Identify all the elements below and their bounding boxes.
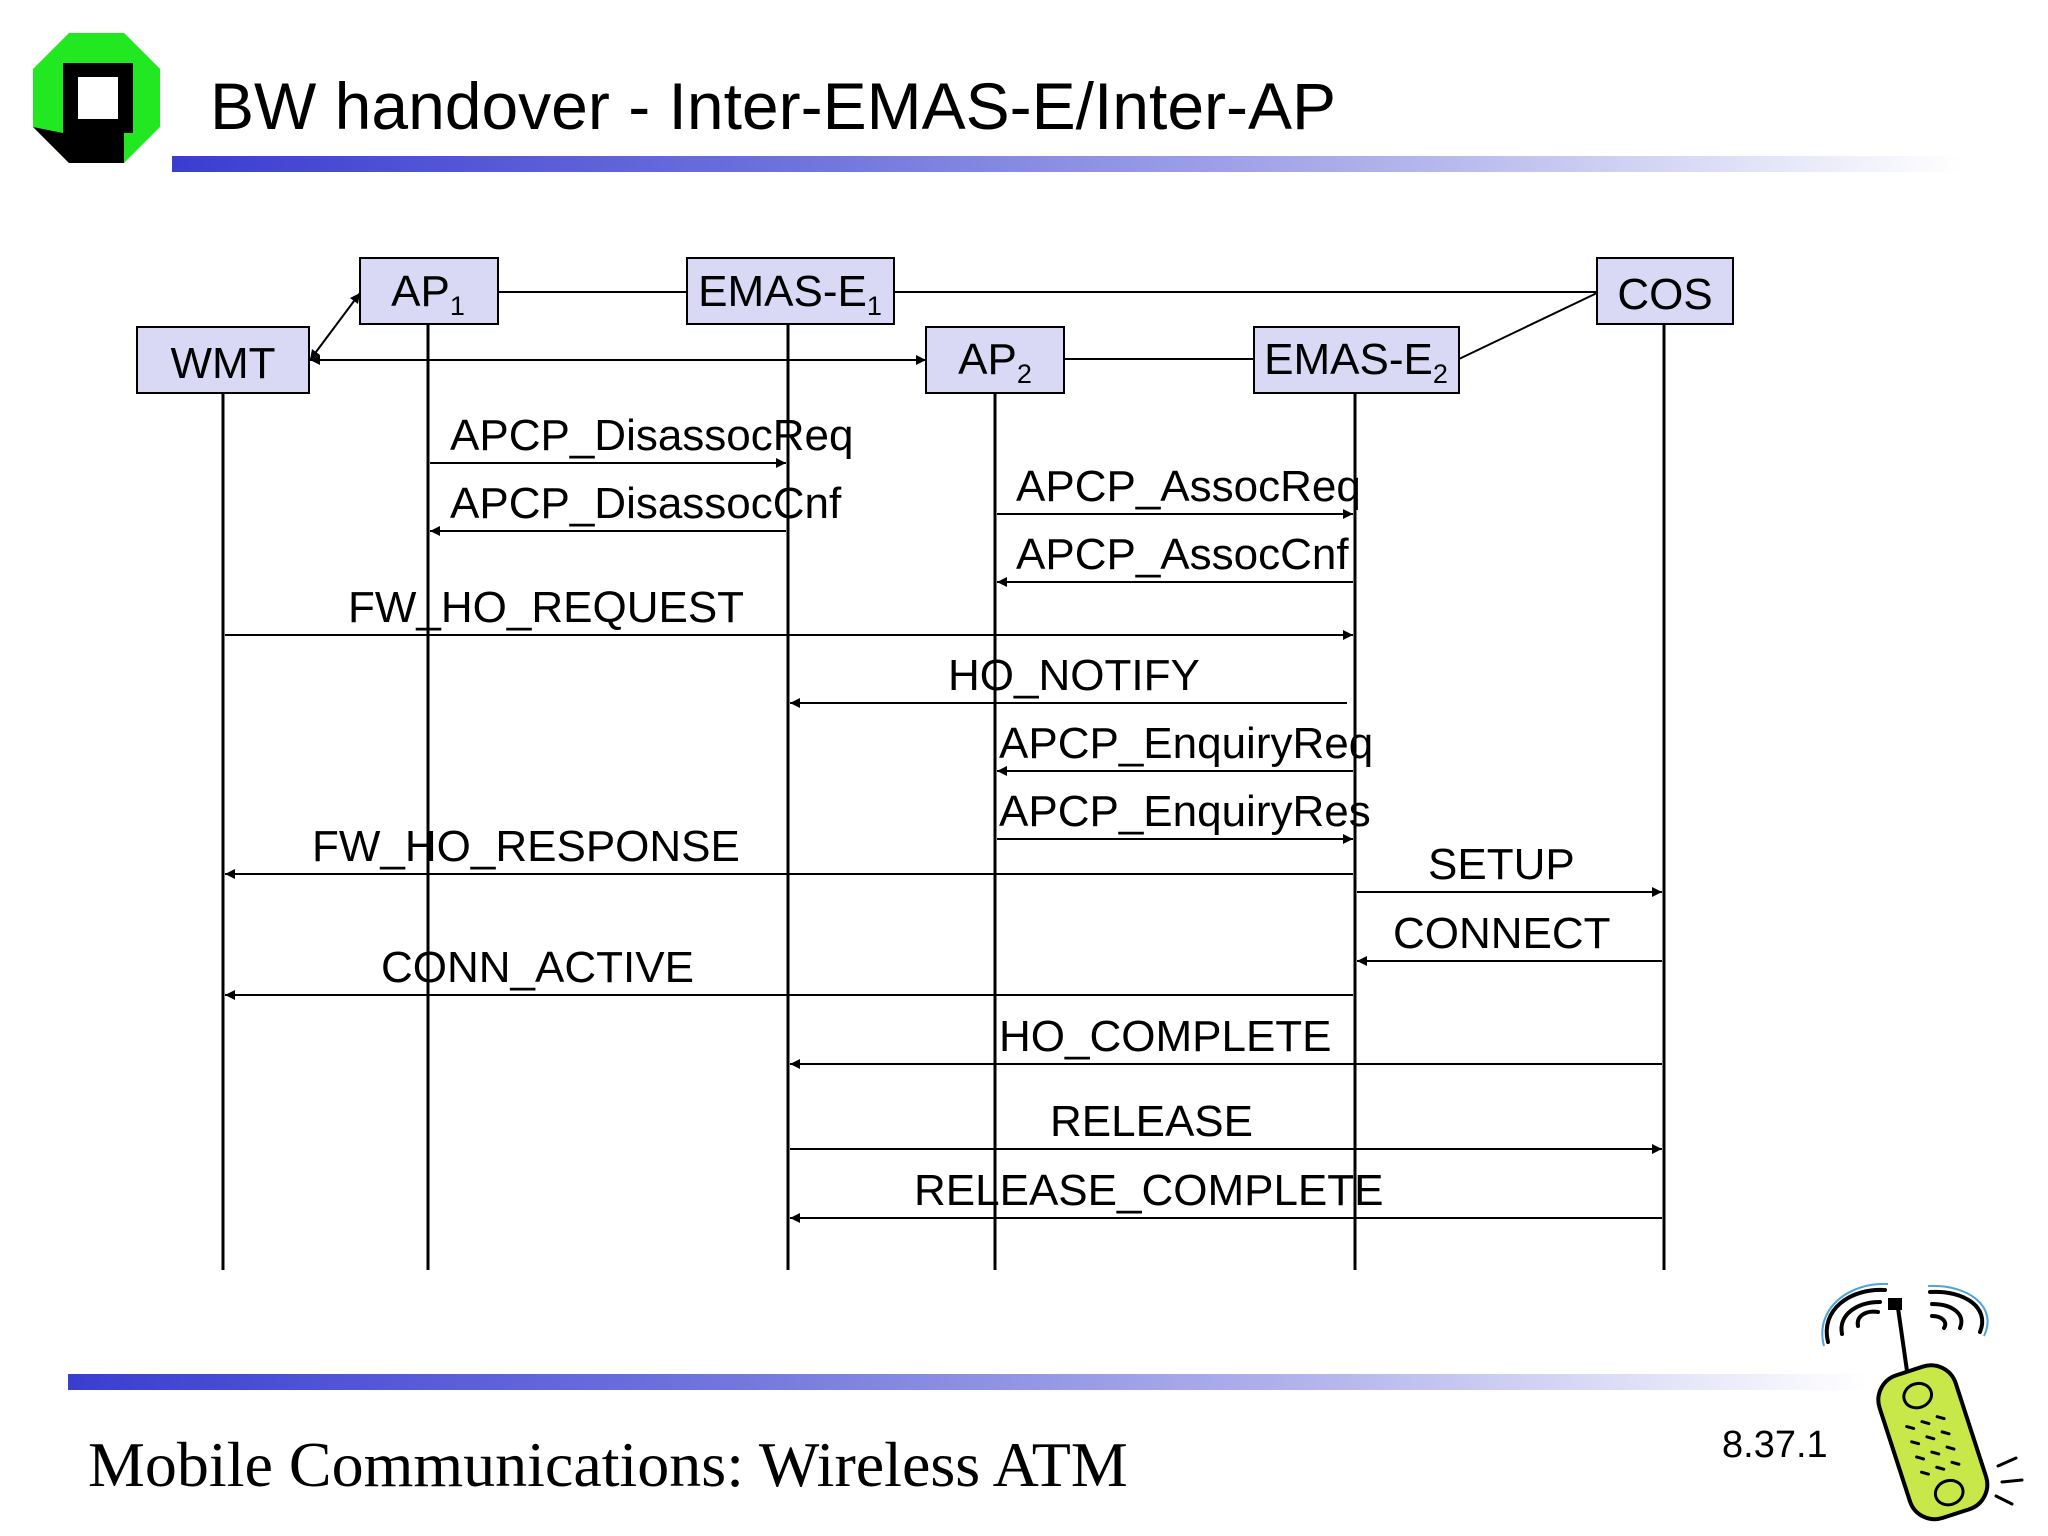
entity-label: AP	[391, 267, 450, 316]
label-apcp-disassoccnf: APCP_DisassocCnf	[450, 479, 842, 528]
entity-emas-e1: EMAS-E1	[686, 257, 895, 325]
label-setup: SETUP	[1428, 840, 1575, 889]
footer-rule	[68, 1374, 1868, 1390]
label-release-complete: RELEASE_COMPLETE	[914, 1166, 1384, 1215]
label-apcp-assocreq: APCP_AssocReq	[1016, 462, 1361, 511]
label-fw-ho-response: FW_HO_RESPONSE	[312, 822, 740, 871]
slide-number: 8.37.1	[1722, 1424, 1828, 1466]
entity-cos: COS	[1596, 257, 1734, 325]
svg-text:EMAS-E1: EMAS-E1	[698, 267, 882, 321]
entity-label: WMT	[170, 339, 275, 388]
entity-wmt: WMT	[136, 326, 310, 394]
entity-subscript: 2	[1433, 359, 1448, 389]
message-labels: APCP_DisassocReq APCP_DisassocCnf APCP_A…	[312, 411, 1611, 1215]
svg-text:AP1: AP1	[391, 267, 465, 321]
label-release: RELEASE	[1050, 1097, 1253, 1146]
entity-ap2: AP2	[925, 326, 1065, 394]
label-ho-complete: HO_COMPLETE	[999, 1012, 1332, 1061]
label-apcp-disassocreq: APCP_DisassocReq	[450, 411, 854, 460]
svg-text:EMAS-E2: EMAS-E2	[1264, 335, 1448, 389]
label-connect: CONNECT	[1393, 909, 1611, 958]
lifelines	[221, 325, 1666, 1270]
entity-label: AP	[958, 335, 1017, 384]
entity-label: COS	[1617, 270, 1712, 319]
label-apcp-enquiryreq: APCP_EnquiryReq	[999, 719, 1373, 768]
mobile-phone-icon	[1821, 1282, 2024, 1522]
title-underline	[172, 156, 1962, 172]
svg-text:WMT: WMT	[170, 339, 275, 388]
entity-label: EMAS-E	[698, 267, 867, 316]
entity-subscript: 1	[867, 291, 882, 321]
label-ho-notify: HO_NOTIFY	[948, 651, 1200, 700]
entity-label: EMAS-E	[1264, 335, 1433, 384]
svg-text:AP2: AP2	[958, 335, 1032, 389]
label-apcp-enquiryres: APCP_EnquiryRes	[999, 787, 1371, 836]
label-apcp-assoccnf: APCP_AssocCnf	[1016, 530, 1349, 579]
entity-ap1: AP1	[359, 257, 499, 325]
university-logo	[33, 33, 160, 163]
topology-links	[309, 291, 1598, 365]
footer-title: Mobile Communications: Wireless ATM	[88, 1429, 1128, 1500]
entity-subscript: 1	[450, 291, 465, 321]
link-wmt-ap1	[309, 292, 361, 361]
svg-text:COS: COS	[1617, 270, 1712, 319]
slide-title: BW handover - Inter-EMAS-E/Inter-AP	[210, 69, 1337, 143]
entity-subscript: 2	[1017, 359, 1032, 389]
link-emas-e2-cos	[1458, 292, 1598, 360]
messages	[225, 458, 1662, 1223]
label-fw-ho-request: FW_HO_REQUEST	[348, 583, 744, 632]
entity-emas-e2: EMAS-E2	[1253, 326, 1460, 394]
label-conn-active: CONN_ACTIVE	[381, 943, 694, 992]
